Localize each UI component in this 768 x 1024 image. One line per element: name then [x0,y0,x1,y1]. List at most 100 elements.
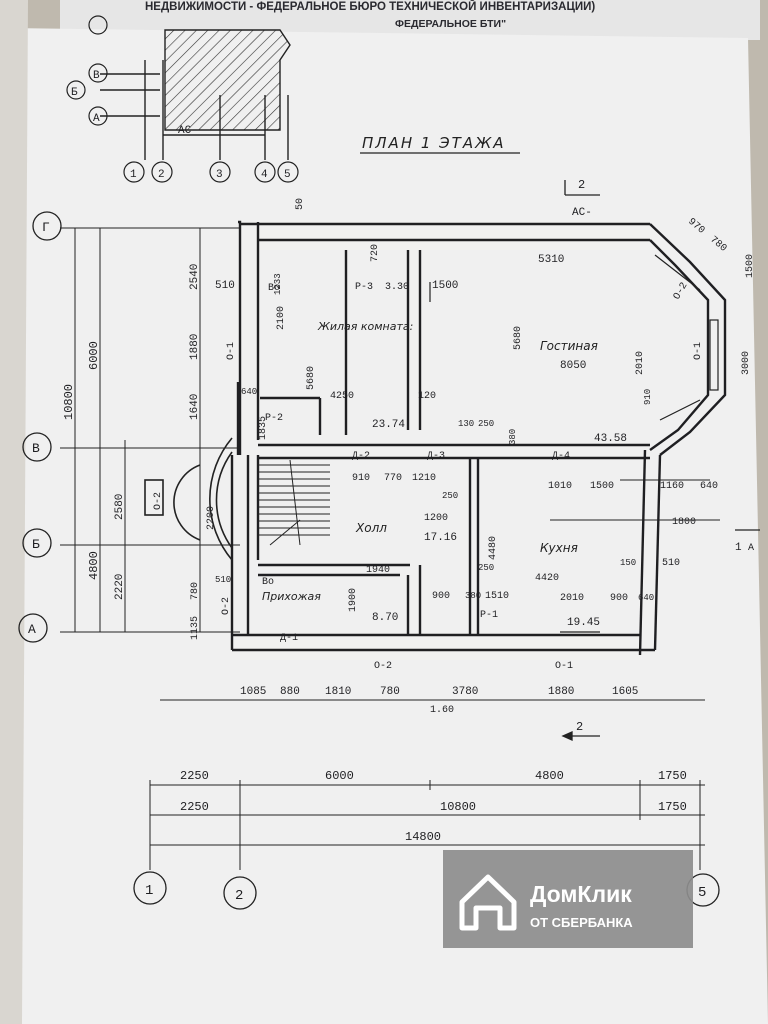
dim-640-left: 640 [241,387,257,397]
dim-640-kitchen: 640 [638,593,654,603]
paper-edge-left [0,0,28,1024]
dim-4420: 4420 [535,573,559,584]
dim-770: 770 [384,473,402,484]
room-lounge-area: 43.58 [594,433,627,445]
key-axis-2: 2 [158,169,165,181]
domclick-watermark: ДомКлик ОТ СБЕРБАНКА [443,850,693,948]
watermark-subtitle: ОТ СБЕРБАНКА [530,915,633,930]
label-d2: Д-2 [352,451,370,462]
dim-2010-right: 2010 [635,351,646,375]
windows-right [429,254,719,633]
dim-1900: 1900 [348,588,359,612]
dim-2010-kitchen: 2010 [560,593,584,604]
dim-left-6000: 6000 [87,341,101,370]
dim-5680-lounge: 5680 [513,326,524,350]
room-living-name: Жилая комната: [317,320,413,333]
dim-2250-b: 2250 [180,800,209,814]
dim-510-left: 510 [215,575,231,585]
dim-3000: 3000 [741,351,752,375]
label-o1-right: О-1 [693,342,704,360]
label-o1-left: О-1 [226,342,237,360]
dim-14800: 14800 [405,830,441,844]
room-kitchen-code: Р-1 [480,610,498,621]
dim-6000-bottom: 6000 [325,769,354,783]
dim-910-hall: 910 [352,473,370,484]
room-kitchen-area: 19.45 [567,617,600,629]
axis-a: А [28,622,36,637]
dim-left-1880: 1880 [189,334,201,360]
dim-1200: 1200 [424,513,448,524]
section-mark-bottom [561,730,600,742]
dim-330: 3.30 [385,282,409,293]
header-line1: НЕДВИЖИМОСТИ - ФЕДЕРАЛЬНОЕ БЮРО ТЕХНИЧЕС… [145,0,595,13]
dim-left-2220: 2220 [114,574,126,600]
dim-left-2540: 2540 [189,264,201,290]
dim-1880-bottom: 1880 [548,686,574,698]
dim-380: 380 [508,429,518,445]
dim-1500-mid: 1500 [590,481,614,492]
dim-380-kitchen: 380 [465,591,481,601]
staircase [258,459,330,546]
label-vo-1: Во [268,283,280,294]
header-line2: ФЕДЕРАЛЬНОЕ БТИ" [395,18,506,30]
dim-2100: 2100 [276,306,287,330]
room-hall-name: Холл [355,521,387,535]
dim-720: 720 [370,244,381,262]
dim-left-10800: 10800 [62,384,76,420]
key-plan [100,29,291,160]
key-plan-axis-bubbles [66,15,299,183]
dim-1940: 1940 [366,565,390,576]
dim-1835: 1835 [258,416,269,440]
key-axis-5: 5 [284,169,291,181]
axis-2: 2 [235,888,243,904]
key-axis-a: А [93,113,100,125]
dim-left-780: 780 [190,582,201,600]
dim-510-right: 510 [662,558,680,569]
section-mark-top [564,180,600,196]
dim-900-hall: 900 [432,591,450,602]
dim-left-2200: 2200 [206,506,217,530]
dim-250-hall: 250 [442,491,458,501]
dim-250-kitchen: 250 [478,563,494,573]
dim-1210: 1210 [412,473,436,484]
dim-1500-top: 1500 [432,280,458,292]
label-d4: Д-4 [552,451,570,462]
paper-sheet [8,28,768,1024]
label-d3: Д-3 [427,451,445,462]
dim-5310: 5310 [538,254,564,266]
plan-title: ПЛАН 1 ЭТАЖА [362,134,506,152]
dim-1750-b: 1750 [658,800,687,814]
room-lounge-code: 8050 [560,360,586,372]
dim-1085: 1085 [240,686,266,698]
axis-b: Б [32,537,40,552]
dim-10800-bottom: 10800 [440,800,476,814]
dim-left-4800: 4800 [87,551,101,580]
dim-1160: 1160 [660,481,684,492]
label-o2-entry: О-2 [221,597,232,615]
dim-1233: 1233 [273,273,283,295]
dim-4800-bottom: 4800 [535,769,564,783]
section-mark-right-sub: А [748,543,754,554]
dimension-lines [60,227,720,870]
dim-900-kitchen: 900 [610,593,628,604]
dim-1010: 1010 [548,481,572,492]
section-mark-top-num: 2 [578,178,585,192]
dim-left-2580: 2580 [114,494,126,520]
room-entry-area: 8.70 [372,612,398,624]
dim-780-bottom: 780 [380,686,400,698]
bay-window-left [144,437,233,561]
axis-v: В [32,441,40,456]
room-living-area: 23.74 [372,419,405,431]
key-axis-b: Б [71,87,78,99]
key-plan-ac-label: АС- [178,125,198,137]
room-hall-area: 17.16 [424,532,457,544]
label-o2-bottom: О-2 [374,661,392,672]
dim-1605: 1605 [612,686,638,698]
dim-50: 50 [295,198,306,210]
dim-left-1135: 1135 [190,616,201,640]
dim-5680: 5680 [306,366,317,390]
key-axis-3: 3 [216,169,223,181]
label-o1-bottom: О-1 [555,661,573,672]
